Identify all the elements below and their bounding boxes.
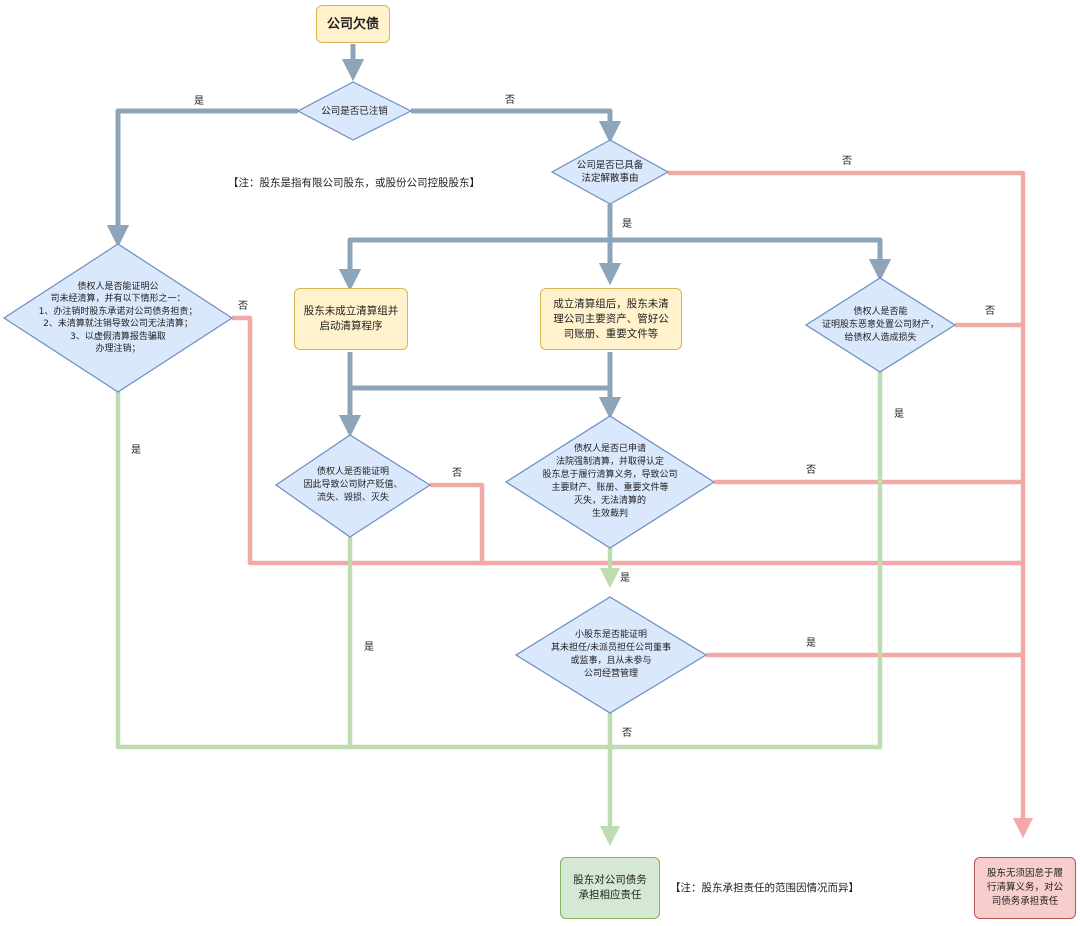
diamond-dissolution bbox=[550, 139, 670, 205]
label-minor-no: 否 bbox=[622, 728, 632, 739]
label-minor-yes: 是 bbox=[806, 638, 816, 649]
diamond-minor-text: 小股东是否能证明 其未担任/未派员担任公司董事 或监事，且从未参与 公司经营管理 bbox=[550, 630, 672, 679]
note-liability-scope: 【注：股东承担责任的范围因情况而异】 bbox=[670, 882, 859, 894]
note-shareholder-definition: 【注：股东是指有限公司股东，或股份公司控股股东】 bbox=[228, 177, 480, 189]
label-creditor-left-yes: 是 bbox=[131, 445, 141, 456]
connector-dissolution-no bbox=[668, 170, 1034, 839]
connector-branch-right bbox=[610, 237, 892, 282]
label-dissolution-yes: 是 bbox=[622, 219, 632, 230]
connector-cancelled-no bbox=[411, 108, 622, 144]
diamond-dissolution-text: 公司是否已具备 法定解散事由 bbox=[576, 160, 644, 184]
connector-creditor-left-no bbox=[232, 315, 1023, 566]
connector-malicious-yes bbox=[610, 372, 883, 750]
label-cancelled-no: 否 bbox=[505, 95, 515, 106]
box-liquidation-group-formed: 成立清算组后，股东未清 理公司主要资产、管好公 司账册、重要文件等 bbox=[540, 288, 682, 350]
box-no-liquidation-group: 股东未成立清算组并 启动清算程序 bbox=[294, 288, 408, 350]
label-dissolution-no: 否 bbox=[842, 156, 852, 167]
diamond-devalue bbox=[274, 434, 432, 538]
diamond-compulsory-text: 债权人是否已申请 法院强制清算，并取得认定 股东怠于履行清算义务，导致公司 主要… bbox=[542, 444, 678, 519]
diamond-malicious-text: 债权人是否能 证明股东恶意处置公司财产， 给债权人造成损失 bbox=[821, 306, 939, 343]
label-malicious-yes: 是 bbox=[894, 409, 904, 420]
label-malicious-no: 否 bbox=[985, 306, 995, 317]
label-devalue-no: 否 bbox=[452, 468, 462, 479]
diamond-malicious bbox=[804, 277, 957, 373]
connector-creditor-left-yes bbox=[115, 392, 610, 750]
diamond-cancelled bbox=[296, 81, 413, 141]
diamond-cancelled-text: 公司是否已注销 bbox=[321, 105, 388, 117]
diamond-creditor-left bbox=[2, 243, 234, 393]
start-node: 公司欠债 bbox=[316, 5, 390, 43]
result-shareholder-not-liable: 股东无须因怠于履 行清算义务，对公 司债务承担责任 bbox=[974, 857, 1076, 919]
diamond-devalue-text: 债权人是否能证明 因此导致公司财产贬值、 流失、毁损、灭失 bbox=[303, 466, 403, 503]
label-creditor-left-no: 否 bbox=[238, 301, 248, 312]
label-cancelled-yes: 是 bbox=[194, 96, 204, 107]
connector-cancelled-yes bbox=[106, 108, 298, 248]
diamond-compulsory bbox=[504, 415, 716, 549]
connector-devalue-no bbox=[430, 482, 485, 563]
label-devalue-yes: 是 bbox=[364, 642, 374, 653]
diamond-minor bbox=[514, 596, 708, 714]
label-compulsory-no: 否 bbox=[806, 465, 816, 476]
result-shareholder-liable: 股东对公司债务 承担相应责任 bbox=[560, 857, 660, 919]
diamond-creditor-left-text: 债权人是否能证明公 司未经清算，并有以下情形之一： 1、办注销时股东承诺对公司债… bbox=[38, 281, 198, 355]
label-compulsory-yes: 是 bbox=[620, 573, 630, 584]
connector-branch-left bbox=[338, 237, 610, 292]
